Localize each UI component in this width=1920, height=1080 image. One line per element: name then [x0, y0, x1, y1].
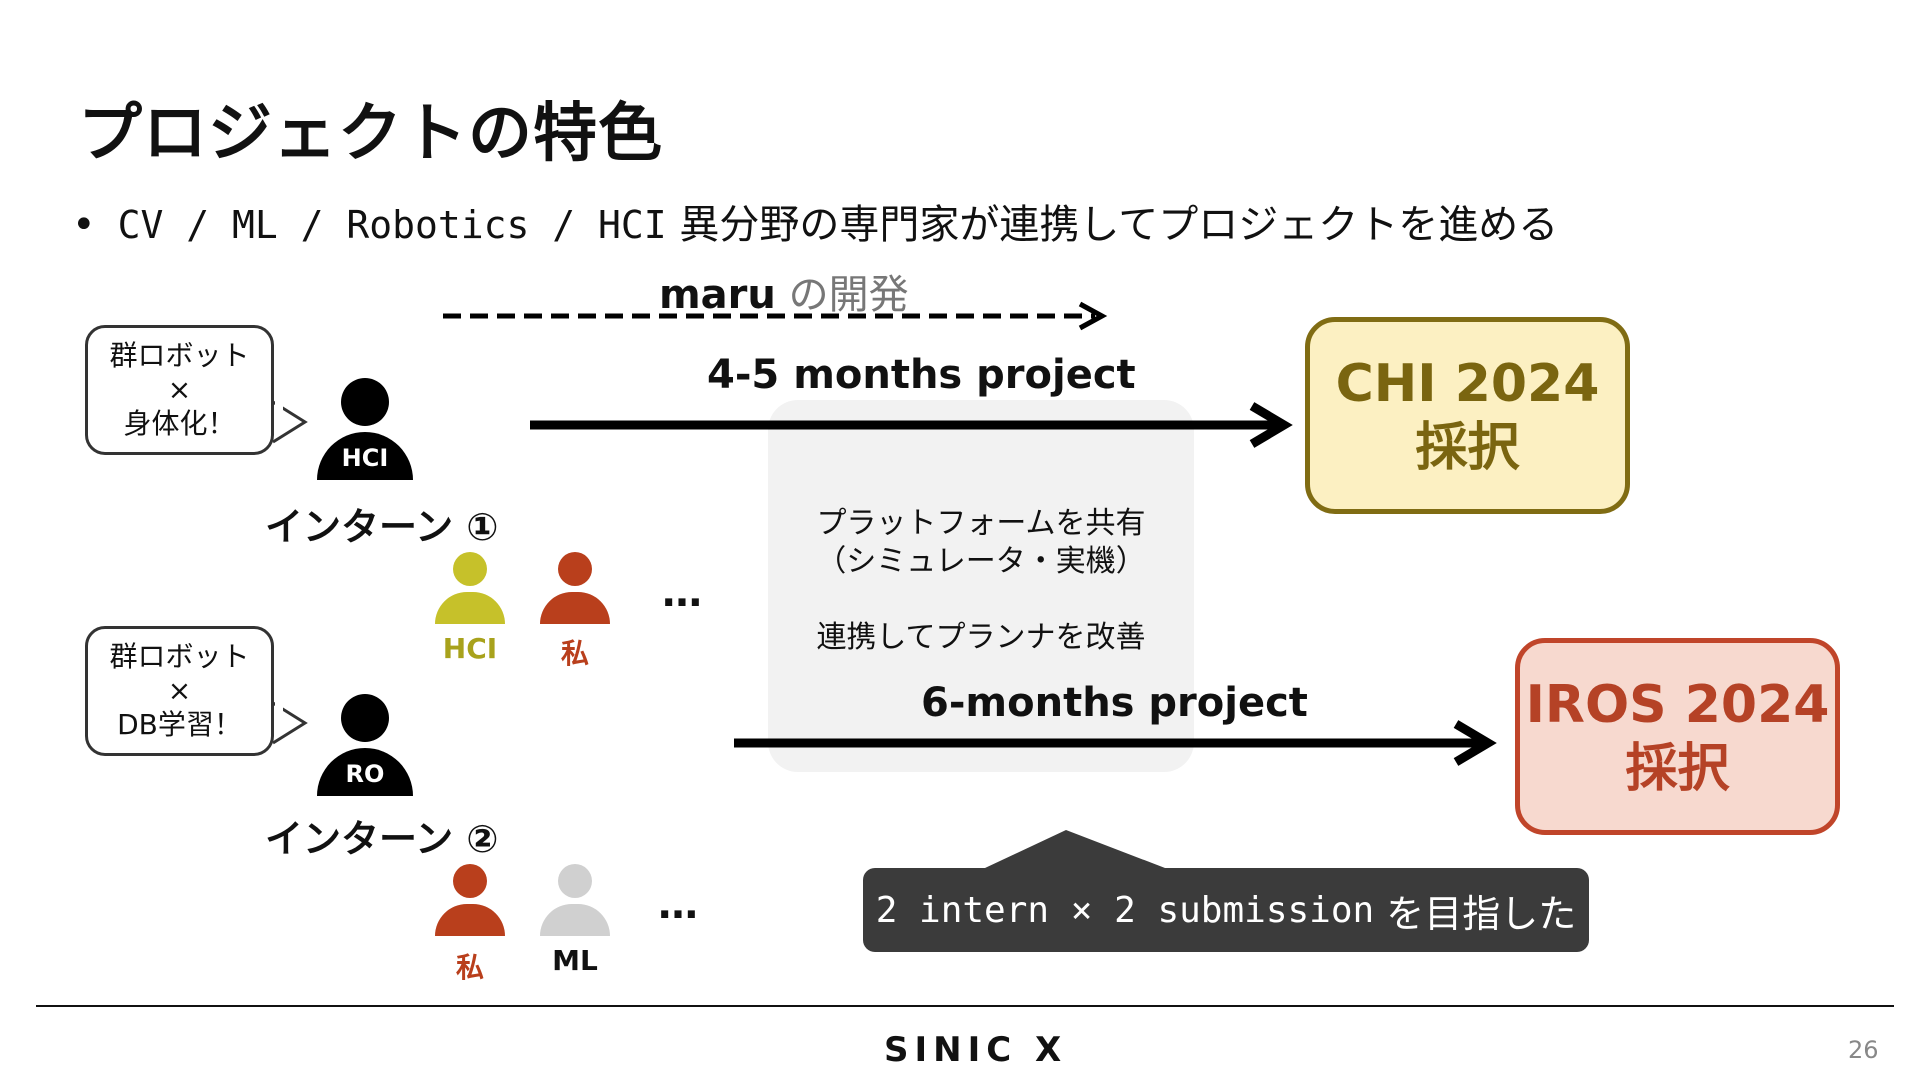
intern1-badge: HCI — [341, 444, 389, 472]
intern2-member2-label: ML — [552, 944, 598, 977]
maru-label: maru の開発 — [659, 262, 909, 320]
iros-title: IROS 2024 — [1525, 674, 1830, 735]
callout-text: を目指した — [1386, 891, 1577, 936]
bullet-marker: • — [72, 202, 96, 248]
chi-status: 採択 — [1415, 417, 1520, 478]
intern1-speech-bubble: 群ロボット × 身体化！ — [85, 325, 274, 455]
intern2-speech-bubble: 群ロボット × DB学習！ — [85, 626, 274, 756]
project2-label: 6-months project — [921, 680, 1308, 726]
intern1-member2-label: 私 — [560, 637, 589, 670]
bubble2-tail-cover — [275, 624, 283, 734]
intern1-bubble-line1: 群ロボット — [109, 339, 250, 372]
intern1-avatar-head — [341, 378, 389, 426]
intern1-member2-head — [558, 552, 592, 586]
intern1-bubble-line3: 身体化！ — [123, 407, 236, 440]
intern1-bubble-line2: × — [167, 373, 192, 406]
bubble1-tail-cover — [275, 323, 283, 433]
bullet-line: • CV / ML / Robotics / HCI 異分野の専門家が連携してプロ… — [72, 192, 1558, 250]
shared-platform-box — [768, 400, 1194, 772]
maru-suffix: の開発 — [788, 272, 909, 318]
bullet-fields: CV / ML / Robotics / HCI — [117, 203, 667, 247]
shared-line-1: プラットフォームを共有 — [816, 506, 1146, 541]
callout-mono: 2 intern × 2 submission — [875, 889, 1375, 931]
maru-dashed-arrow — [443, 301, 1108, 331]
footer-divider — [36, 1005, 1894, 1007]
intern1-label: インターン ① — [265, 505, 499, 549]
iros-status: 採択 — [1625, 738, 1730, 799]
goal-callout: 2 intern × 2 submission を目指した — [863, 868, 1589, 952]
project2-arrow — [734, 720, 1497, 766]
project1-label: 4-5 months project — [707, 352, 1136, 398]
callout-pointer — [985, 830, 1165, 868]
bullet-text: 異分野の専門家が連携してプロジェクトを進める — [679, 202, 1559, 248]
intern1-member1-label: HCI — [442, 632, 498, 665]
chi-title: CHI 2024 — [1335, 353, 1600, 414]
project1-arrow — [530, 402, 1293, 448]
maru-name: maru — [659, 272, 776, 318]
iros-2024-box: IROS 2024 採択 — [1515, 638, 1840, 835]
shared-line-2: （シミュレータ・実機） — [816, 544, 1146, 579]
page-number: 26 — [1848, 1036, 1879, 1064]
intern2-label: インターン ② — [265, 817, 499, 861]
intern2-member1-label: 私 — [455, 951, 484, 984]
intern2-badge: RO — [345, 760, 385, 788]
chi-2024-box: CHI 2024 採択 — [1305, 317, 1630, 514]
shared-line-3: 連携してプランナを改善 — [816, 620, 1146, 655]
intern2-bubble-line2: × — [167, 674, 192, 707]
intern2-bubble-line1: 群ロボット — [109, 640, 250, 673]
intern2-ellipsis: … — [658, 882, 700, 928]
intern2-member1-head — [453, 864, 487, 898]
company-logo: SINIC X — [884, 1030, 1068, 1070]
slide-title: プロジェクトの特色 — [78, 97, 663, 171]
intern1-member1-head — [453, 552, 487, 586]
intern1-ellipsis: … — [662, 570, 704, 616]
shared-platform-text: プラットフォームを共有 （シミュレータ・実機） 連携してプランナを改善 — [768, 505, 1194, 657]
intern2-avatar-head — [341, 694, 389, 742]
intern2-member2-head — [558, 864, 592, 898]
intern2-bubble-line3: DB学習！ — [117, 708, 242, 741]
